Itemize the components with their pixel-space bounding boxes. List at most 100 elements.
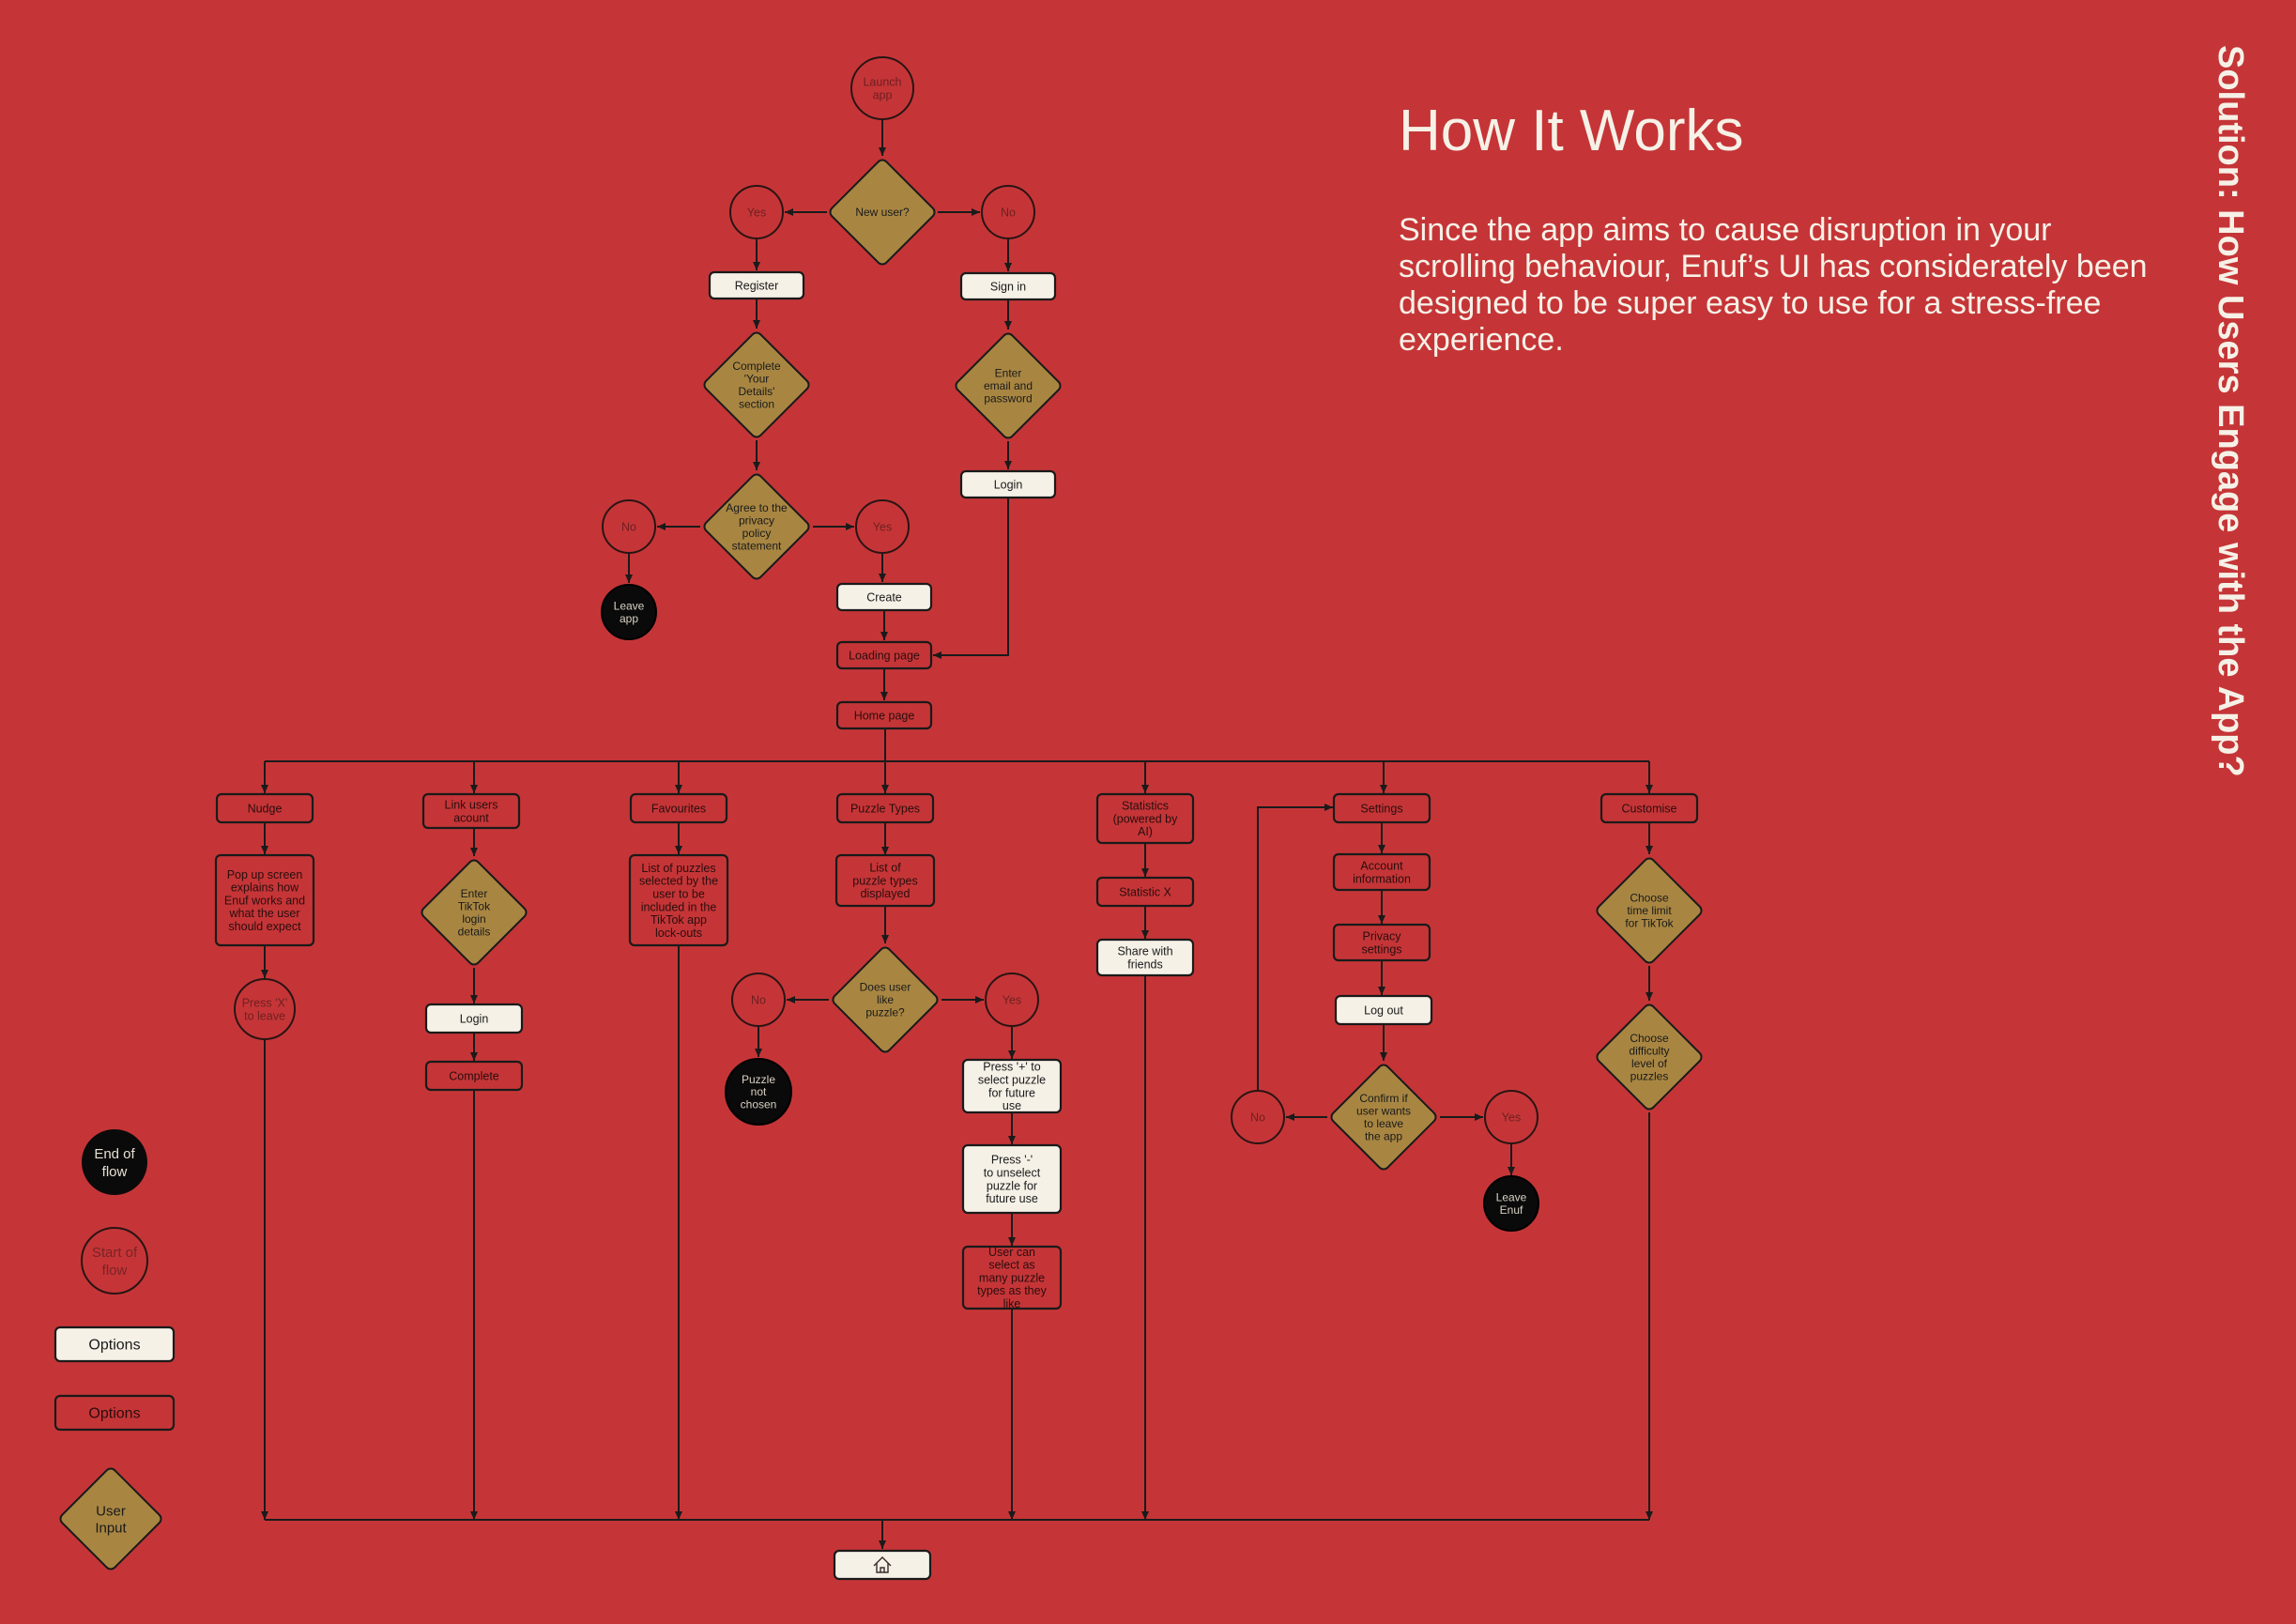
option-login-top: Login <box>959 469 1057 499</box>
svg-text:Statistic X: Statistic X <box>1119 885 1171 898</box>
option-home-button <box>833 1549 932 1581</box>
svg-text:Yes: Yes <box>1003 993 1021 1006</box>
circle-no-privacy: No <box>602 499 656 554</box>
option-loading-page: Loading page <box>835 640 933 670</box>
svg-text:Puzzle Types: Puzzle Types <box>850 802 920 815</box>
flow-connectors <box>261 119 1653 1549</box>
legend-options-light: Options <box>54 1325 176 1363</box>
svg-text:Press 'X'to leave: Press 'X'to leave <box>242 997 288 1023</box>
circle-yes-new: Yes <box>729 185 784 239</box>
svg-text:Customise: Customise <box>1621 802 1676 815</box>
svg-text:Yes: Yes <box>747 206 766 219</box>
svg-text:Favourites: Favourites <box>651 802 706 815</box>
option-log-out: Log out <box>1334 994 1433 1026</box>
svg-text:No: No <box>1001 206 1016 219</box>
option-create: Create <box>835 582 933 612</box>
page-description: Since the app aims to cause disruption i… <box>1399 212 2148 358</box>
option-settings: Settings <box>1332 792 1431 824</box>
option-favourites: Favourites <box>629 792 728 824</box>
svg-text:Loading page: Loading page <box>849 649 920 662</box>
svg-text:Home page: Home page <box>854 709 915 722</box>
edge-no-back-settings <box>1257 804 1333 1091</box>
circle-yes-privacy: Yes <box>855 499 910 554</box>
svg-text:Sign in: Sign in <box>990 280 1026 293</box>
svg-text:Register: Register <box>735 279 779 292</box>
svg-text:Login: Login <box>994 478 1023 491</box>
decision-new-user: New user? <box>829 159 936 266</box>
svg-text:No: No <box>1250 1111 1265 1124</box>
svg-text:Complete: Complete <box>449 1069 499 1082</box>
option-sign-in: Sign in <box>959 271 1057 301</box>
svg-text:No: No <box>751 993 766 1006</box>
edge-login-loading <box>933 498 1009 659</box>
option-register: Register <box>708 270 805 300</box>
circle-no-leave: No <box>1231 1090 1285 1144</box>
circle-no-puzzle: No <box>731 973 786 1027</box>
circle-yes-leave: Yes <box>1484 1090 1538 1144</box>
svg-text:Log out: Log out <box>1364 1004 1403 1017</box>
svg-text:New user?: New user? <box>855 206 910 219</box>
option-complete: Complete <box>424 1060 524 1092</box>
svg-text:Login: Login <box>460 1012 489 1025</box>
option-customise: Customise <box>1600 792 1699 824</box>
home-icon <box>873 1556 892 1573</box>
svg-text:Options: Options <box>88 1338 140 1354</box>
svg-text:Settings: Settings <box>1360 802 1402 815</box>
option-nudge: Nudge <box>215 792 314 824</box>
page-title: How It Works <box>1399 99 1744 163</box>
circle-yes-puzzle: Yes <box>985 973 1039 1027</box>
svg-text:Nudge: Nudge <box>248 802 283 815</box>
circle-no-new: No <box>981 185 1035 239</box>
